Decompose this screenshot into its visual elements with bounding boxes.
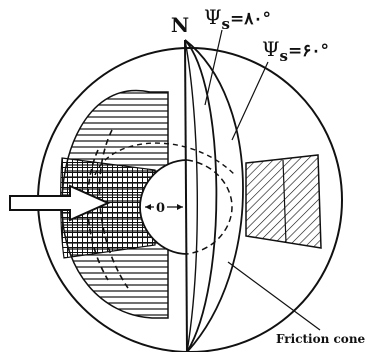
center-label: 0 bbox=[156, 201, 165, 216]
psi-upper-label: Ψs=۸۰° bbox=[204, 5, 271, 33]
friction-leader bbox=[227, 261, 321, 331]
cone-psi-60 bbox=[184, 39, 244, 353]
cone-inner-edge bbox=[184, 39, 198, 353]
north-axis bbox=[184, 39, 188, 353]
dashed-curve-left bbox=[86, 149, 109, 281]
north-label: N bbox=[171, 13, 189, 37]
input-arrow bbox=[9, 184, 111, 222]
friction-cone-label: Friction cone bbox=[276, 332, 366, 346]
right-hatched-region bbox=[245, 154, 322, 249]
dashed-curve-mid bbox=[98, 129, 129, 289]
psi-lower-label: Ψs=۶۰° bbox=[262, 37, 329, 65]
inner-hemisphere-right bbox=[186, 159, 233, 255]
psi-lower-leader bbox=[231, 61, 269, 141]
cone-psi-80 bbox=[184, 39, 218, 353]
grid-hatched-region bbox=[60, 157, 156, 259]
dashed-ellipse bbox=[94, 142, 236, 176]
psi-upper-leader bbox=[204, 29, 223, 106]
